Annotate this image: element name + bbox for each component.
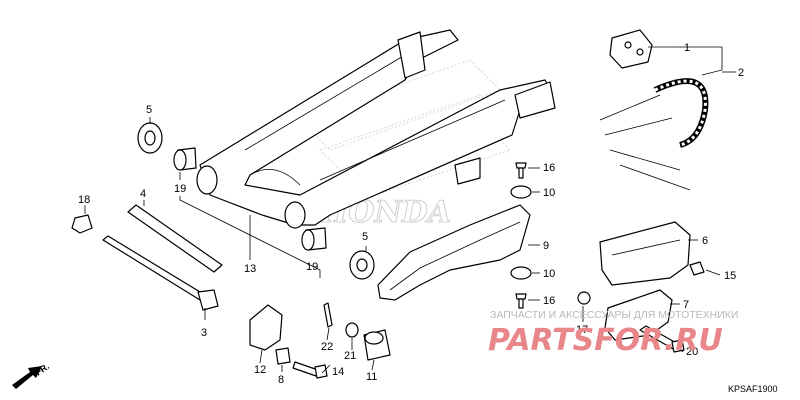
collar-19-left <box>173 147 197 171</box>
drive-chain-2 <box>599 78 709 191</box>
callout-20: 20 <box>686 346 698 358</box>
callout-17: 17 <box>576 324 588 336</box>
callout-16-lower: 16 <box>543 295 555 307</box>
callout-5-lower: 5 <box>362 231 368 243</box>
callout-22: 22 <box>321 341 333 353</box>
callout-15: 15 <box>724 270 736 282</box>
shop-caption: ЗАПЧАСТИ И АКСЕССУАРЫ ДЛЯ МОТОТЕХНИКИ <box>490 309 738 321</box>
grommet-10-top <box>510 185 532 199</box>
shop-logo: PARTSFOR.RU <box>488 323 723 358</box>
screw-16-top <box>515 162 527 179</box>
callout-9: 9 <box>543 240 549 252</box>
callout-2: 2 <box>738 67 744 79</box>
callout-12: 12 <box>254 364 266 376</box>
callout-16-top: 16 <box>543 162 555 174</box>
screw-16-lower <box>515 293 527 309</box>
chain-joint-1 <box>609 29 653 69</box>
callout-6: 6 <box>702 235 708 247</box>
chain-slider-9 <box>377 204 531 301</box>
chain-guide-6 <box>599 221 691 286</box>
front-direction-arrow-icon: FR. <box>12 361 51 389</box>
bolt-20 <box>639 325 685 353</box>
callout-1: 1 <box>684 42 690 54</box>
pivot-bolt-3 <box>102 235 219 311</box>
collar-19-right <box>301 227 327 251</box>
bearing-5-lower <box>349 250 375 280</box>
callout-10-top: 10 <box>543 187 555 199</box>
roller-11 <box>363 329 391 361</box>
callout-18: 18 <box>78 194 90 206</box>
washer-17 <box>577 291 591 305</box>
callout-19-left: 19 <box>174 183 186 195</box>
chain-guide-slider-7 <box>604 289 673 341</box>
chain-slider-guide-12 <box>249 304 283 351</box>
bolt-15 <box>689 261 705 276</box>
callout-10-lower: 10 <box>543 268 555 280</box>
cotter-pin-22 <box>323 302 333 328</box>
callout-7: 7 <box>683 299 689 311</box>
callout-4: 4 <box>140 188 146 200</box>
washer-21 <box>345 322 359 338</box>
callout-19-right: 19 <box>306 261 318 273</box>
callout-labels: 1 2 5 18 4 19 13 19 5 3 16 10 9 10 16 6 … <box>78 42 744 386</box>
bearing-5-top <box>137 122 163 154</box>
swingarm <box>196 29 556 229</box>
shop-watermark: ЗАПЧАСТИ И АКСЕССУАРЫ ДЛЯ МОТОТЕХНИКИ PA… <box>488 309 738 358</box>
pivot-pipe-4 <box>127 204 223 273</box>
leader-lines <box>84 46 736 374</box>
callout-21: 21 <box>344 350 356 362</box>
bolt-14 <box>292 361 328 379</box>
callout-8: 8 <box>278 374 284 386</box>
grommet-10-lower <box>510 266 532 280</box>
callout-13: 13 <box>244 263 256 275</box>
collar-8 <box>275 347 291 365</box>
callout-11: 11 <box>366 371 377 383</box>
nut-18 <box>71 214 93 234</box>
callout-14: 14 <box>332 366 344 378</box>
callout-3: 3 <box>201 327 207 339</box>
callout-5-top: 5 <box>146 104 152 116</box>
diagram-code: KPSAF1900 <box>728 384 778 394</box>
